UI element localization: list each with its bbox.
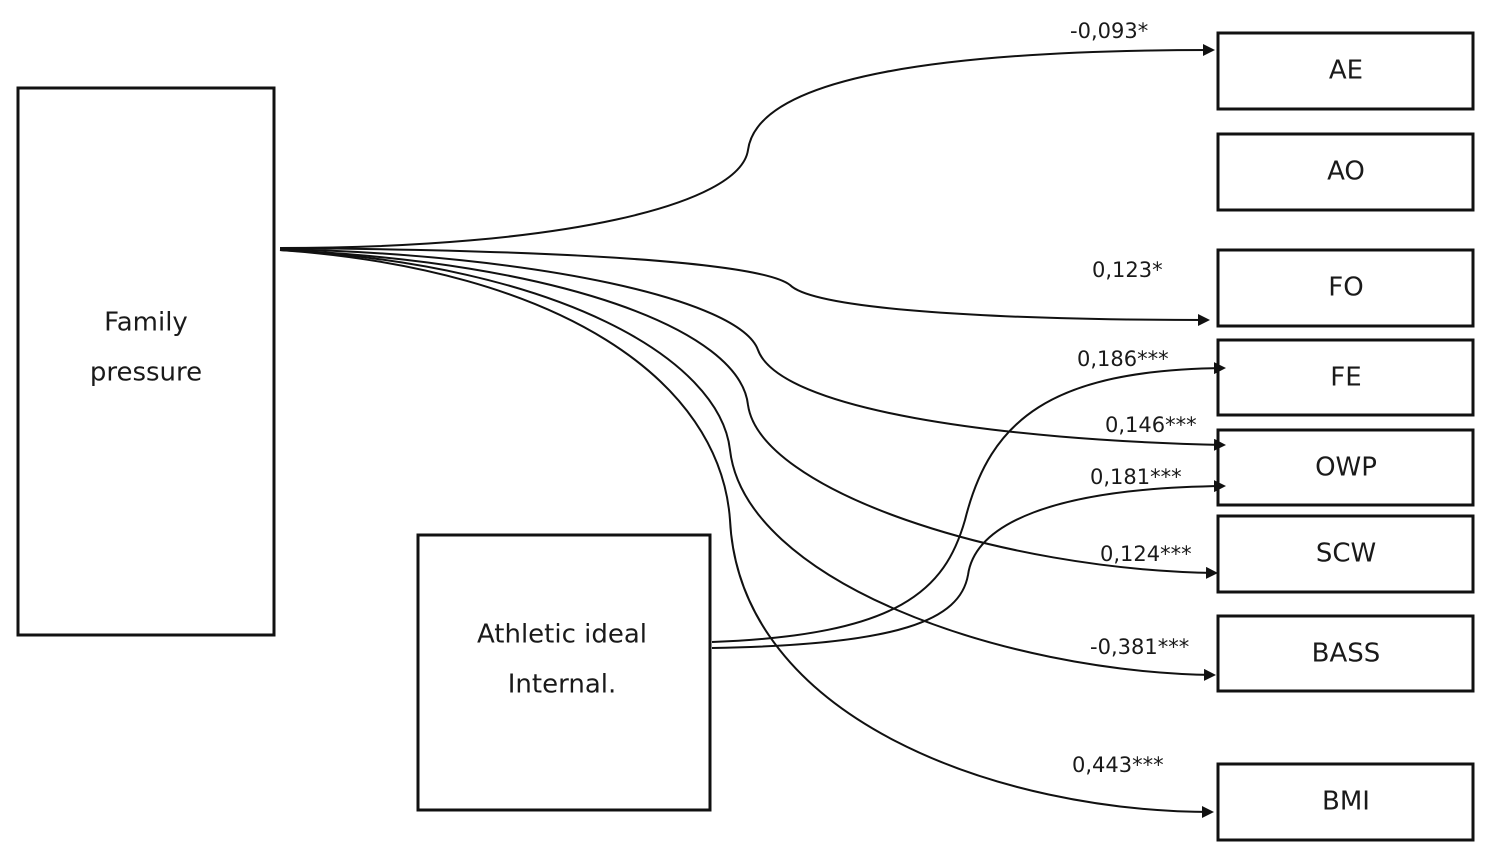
outcome-owp-label: OWP	[1315, 453, 1377, 483]
family-pressure-box	[16, 86, 276, 637]
outcome-bass-label: BASS	[1312, 639, 1381, 669]
outcome-fe-node: FE	[1216, 338, 1475, 417]
outcome-ao-node: AO	[1216, 132, 1475, 212]
outcome-owp-node: OWP	[1216, 428, 1475, 507]
outcome-fo-node: FO	[1216, 248, 1475, 328]
path-family-to-bass	[279, 249, 1216, 681]
coef-family-bmi: 0,443***	[1072, 753, 1164, 777]
family-pressure-label-line1: Family	[104, 308, 188, 338]
athletic-ideal-label-line2: Internal.	[508, 670, 616, 700]
family-pressure-label-line2: pressure	[90, 358, 202, 388]
outcome-owp-box	[1216, 428, 1475, 507]
outcome-scw-node: SCW	[1216, 514, 1475, 594]
path-family-to-fo	[279, 247, 1210, 326]
path-family-to-scw	[279, 249, 1218, 579]
outcome-bass-node: BASS	[1216, 614, 1475, 693]
outcome-scw-box	[1216, 514, 1475, 594]
coef-athletic-owp: 0,181***	[1090, 465, 1182, 489]
athletic-ideal-node: Athletic ideal Internal.	[416, 533, 712, 812]
coef-athletic-fe: 0,186***	[1077, 347, 1169, 371]
outcome-fo-box	[1216, 248, 1475, 328]
outcome-bmi-label: BMI	[1322, 787, 1370, 817]
outcome-ae-node: AE	[1216, 31, 1475, 111]
coef-family-ae: -0,093*	[1070, 19, 1148, 43]
athletic-ideal-box	[416, 533, 712, 812]
coef-family-bass: -0,381***	[1090, 635, 1189, 659]
outcome-fo-label: FO	[1328, 273, 1363, 303]
outcome-fe-box	[1216, 338, 1475, 417]
outcome-bmi-node: BMI	[1216, 762, 1475, 842]
outcome-ao-box	[1216, 132, 1475, 212]
path-athletic-to-owp	[711, 480, 1226, 649]
outcome-ae-label: AE	[1329, 56, 1363, 86]
outcome-bmi-box	[1216, 762, 1475, 842]
coef-family-owp: 0,146***	[1105, 413, 1197, 437]
coef-family-scw: 0,124***	[1100, 542, 1192, 566]
coef-family-fo: 0,123*	[1092, 258, 1163, 282]
outcome-ae-box	[1216, 31, 1475, 111]
outcome-ao-label: AO	[1327, 157, 1365, 187]
path-family-to-ae	[279, 44, 1215, 249]
outcome-scw-label: SCW	[1316, 539, 1376, 569]
outcome-fe-label: FE	[1330, 363, 1361, 393]
family-pressure-node: Family pressure	[16, 86, 276, 637]
path-athletic-to-fe	[711, 362, 1226, 643]
path-family-to-owp	[279, 248, 1226, 451]
outcome-bass-box	[1216, 614, 1475, 693]
path-family-to-bmi	[279, 249, 1214, 818]
athletic-ideal-label-line1: Athletic ideal	[477, 620, 647, 650]
